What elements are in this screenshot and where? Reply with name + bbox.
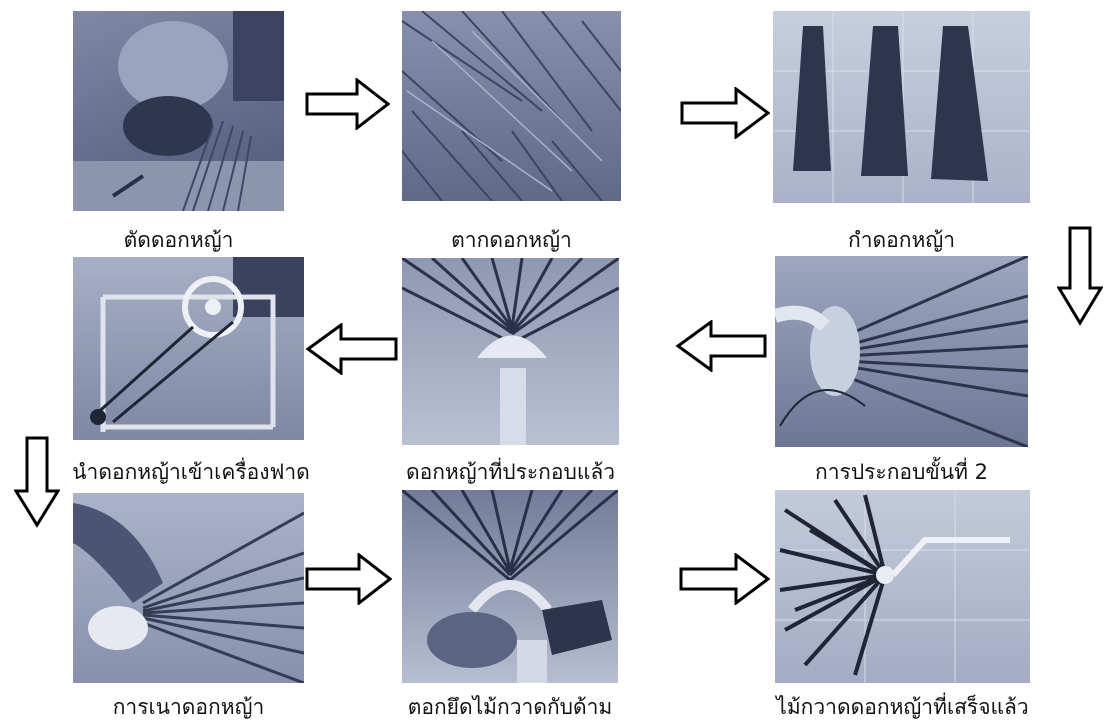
step-1-caption: ตัดดอกหญ้า	[73, 230, 284, 251]
assembly-step-2-photo	[775, 256, 1028, 447]
finished-broom-photo	[775, 490, 1030, 683]
stitching-grass-photo	[73, 493, 304, 683]
arrow-down-2-icon	[14, 436, 60, 528]
step-2-caption: ตากดอกหญ้า	[402, 230, 621, 251]
arrow-right-3-icon	[305, 553, 392, 605]
step-8-caption: ตอกยึดไม้กวาดกับด้าม	[382, 697, 638, 718]
step-3-caption: กำดอกหญ้า	[773, 230, 1030, 251]
arrow-right-1-icon	[305, 78, 390, 130]
arrow-left-2-icon	[305, 323, 398, 375]
nailing-handle-photo	[402, 490, 618, 683]
cutting-grass-photo	[73, 11, 284, 211]
step-4-caption: การประกอบขั้นที่ 2	[775, 462, 1028, 483]
step-5-caption: ดอกหญ้าที่ประกอบแล้ว	[402, 462, 619, 483]
threshing-machine-photo	[73, 257, 304, 440]
arrow-right-2-icon	[680, 87, 770, 139]
drying-grass-photo	[402, 11, 621, 201]
arrow-right-4-icon	[679, 553, 770, 605]
step-6-caption: นำดอกหญ้าเข้าเครื่องฟาด	[52, 462, 330, 483]
bundled-grass-photo	[773, 11, 1030, 203]
step-7-caption: การเนาดอกหญ้า	[73, 697, 304, 718]
assembled-head-photo	[402, 258, 619, 445]
step-9-caption: ไม้กวาดดอกหญ้าที่เสร็จแล้ว	[745, 697, 1060, 718]
arrow-down-1-icon	[1057, 226, 1103, 326]
arrow-left-1-icon	[675, 320, 767, 372]
